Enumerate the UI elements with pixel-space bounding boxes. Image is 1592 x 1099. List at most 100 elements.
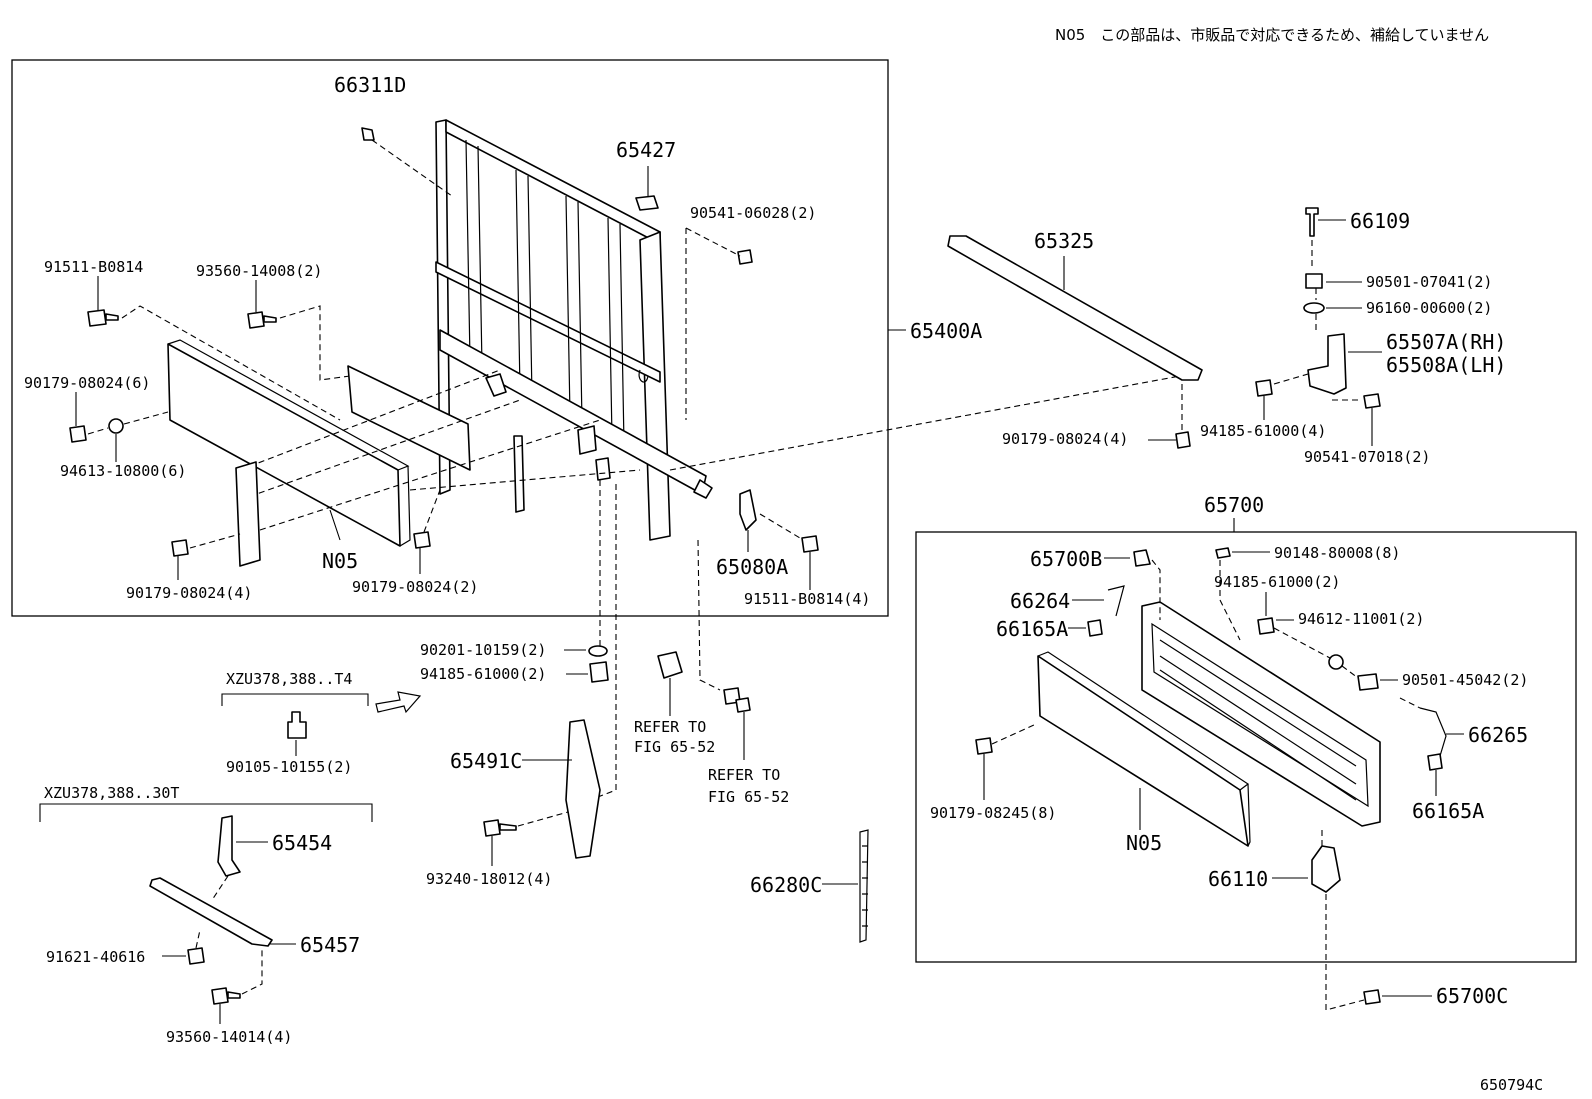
bracket-small-part [485,373,507,397]
label-90179-08245: 90179-08245(8) [930,804,1056,822]
nut-90501-07041-part [1305,273,1323,289]
clip-66311D-part [361,127,375,141]
label-90179-08024-4b: 90179-08024(4) [1002,430,1128,448]
pin-90148-part [1215,547,1231,559]
label-94185-61000-2b: 94185-61000(2) [1214,573,1340,591]
label-66110: 66110 [1208,867,1268,891]
bolt-91621-part [187,947,205,965]
label-94185-61000-4: 94185-61000(4) [1200,422,1326,440]
label-96160-00600: 96160-00600(2) [1366,299,1492,317]
latch-65080A-part [739,489,757,531]
rail-65325-part [947,235,1203,381]
label-90501-45042: 90501-45042(2) [1402,671,1528,689]
label-65427: 65427 [616,138,676,162]
stud-part [595,457,611,481]
rod-66265-part [1419,707,1447,757]
label-66165A-b: 66165A [1412,799,1484,823]
dash-65454 [211,875,229,901]
dash-90179-08245 [991,723,1037,745]
label-66265: 66265 [1468,723,1528,747]
dash-93240 [517,811,569,827]
bolt-90541-06028-part [737,249,753,265]
board-N05-top [167,339,410,471]
nut-90179-08024-6-part [69,425,87,443]
bracket-xzu-30t [39,803,373,822]
bolt-91511-B0814-part [87,309,119,327]
spring-90501-45042-part [1357,673,1379,691]
nut-94185-2a-part [589,661,609,683]
dash-93560-14008 [279,305,351,381]
bolt-93240-part [483,819,517,837]
label-90179-08024-6: 90179-08024(6) [24,374,150,392]
chain-66280C-part [859,829,869,943]
bracket-center-part [577,425,597,455]
gusset-plate-part [347,365,471,471]
label-65491C: 65491C [450,749,522,773]
dash-90148 [1219,560,1241,641]
label-66280C: 66280C [750,873,822,897]
hinge-65507A-part [1307,333,1347,395]
label-66109: 66109 [1350,209,1410,233]
leader-90541-06028 [685,227,741,420]
bolt-90541-07018-part [1363,393,1381,409]
label-90501-07041: 90501-07041(2) [1366,273,1492,291]
cap-66165A-a-part [1087,619,1103,637]
label-65700: 65700 [1204,493,1264,517]
arrow-xzu-t4 [375,691,422,714]
washer-94613-part [108,418,124,434]
plate-65457-part [149,877,273,947]
clip-65700B-part [1133,549,1151,567]
bracket-65491C-part [565,719,601,859]
board-N05-b-edge [1037,651,1251,847]
group-box-65700 [915,531,1577,963]
cap-66165A-b-part [1427,753,1443,771]
label-65457: 65457 [300,933,360,957]
label-66264: 66264 [1010,589,1070,613]
bracket-65454-part [217,815,241,877]
leader-N05 [329,509,341,541]
dash-91621 [195,929,201,949]
label-90105-10155: 90105-10155(2) [226,758,352,776]
label-90201-10159: 90201-10159(2) [420,641,546,659]
label-65700B: 65700B [1030,547,1102,571]
bolt-66109-part [1305,207,1319,237]
nut-94612-part [1257,617,1275,635]
label-65700C: 65700C [1436,984,1508,1008]
label-refer2-l2: FIG 65-52 [708,788,789,806]
label-91511-B0814-4: 91511-B0814(4) [744,590,870,608]
bracket-xzu-t4 [221,693,369,706]
label-65400A: 65400A [910,319,982,343]
leader-66311D [371,139,453,197]
label-91511-B0814: 91511-B0814 [44,258,143,276]
label-94612-11001: 94612-11001(2) [1298,610,1424,628]
dash-94612 [1273,627,1331,659]
strip-part [235,461,261,567]
bolt-65700C-part [1363,989,1381,1005]
spacer-strip-part [513,435,525,513]
washer-90201-part [588,645,608,657]
label-65454: 65454 [272,831,332,855]
dash-93560-14014 [241,948,263,995]
dash-91511-B0814 [121,305,341,421]
dash-hinge-stack [1311,240,1317,330]
bolt-91511-B0814-4-part [801,535,819,553]
label-N05-a: N05 [322,549,358,573]
label-65325: 65325 [1034,229,1094,253]
label-refer1-l1: REFER TO [634,718,706,736]
label-refer1-l2: FIG 65-52 [634,738,715,756]
label-xzu-30t: XZU378,388..30T [44,784,179,802]
label-90179-08024-2: 90179-08024(2) [352,578,478,596]
stud-90105-part [287,711,307,739]
hinge-66110-part [1311,845,1341,893]
board-N05-side [399,465,411,547]
dash-94185-4 [1273,373,1309,385]
washer-96160-part [1303,302,1325,314]
label-94185-61000-2a: 94185-61000(2) [420,665,546,683]
dash-66265 [1399,697,1421,709]
label-90541-07018: 90541-07018(2) [1304,448,1430,466]
label-91621-40616: 91621-40616 [46,948,145,966]
label-65508A: 65508A(LH) [1386,353,1506,377]
dash-65700C [1325,894,1365,1011]
nut-94185-61000-4-part [1255,379,1273,397]
